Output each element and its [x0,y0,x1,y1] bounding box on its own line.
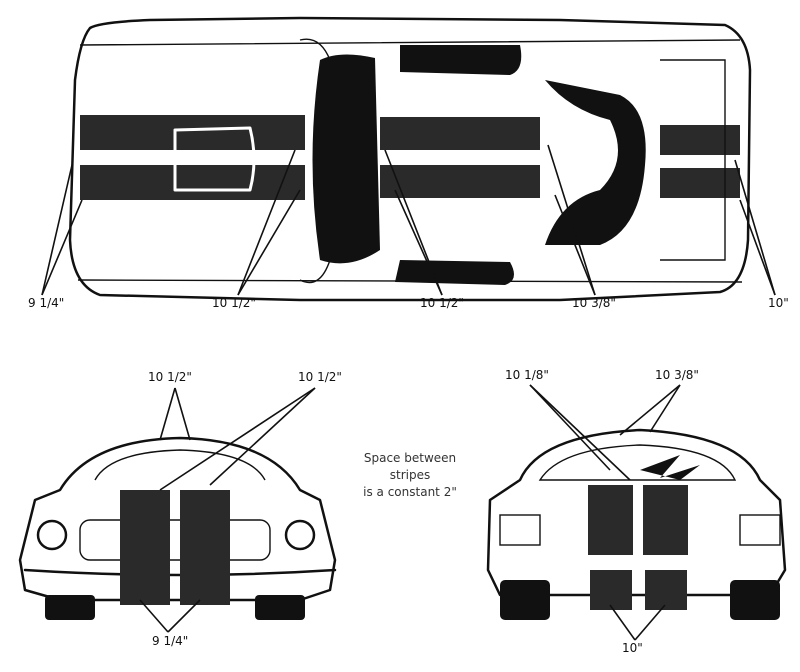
front-leader-lines [139,387,316,633]
car-front-view [18,436,337,620]
rear-label-right: 10 3/8" [655,368,699,382]
rear-label-left: 10 1/8" [505,368,549,382]
front-label-left: 10 1/2" [148,370,192,384]
top-label-rear-window: 10 3/8" [572,296,616,310]
stripe-spacing-note: Space between stripes is a constant 2" [340,450,480,501]
note-line-1: Space between [363,451,457,465]
top-label-front: 9 1/4" [28,296,65,310]
rear-label-bottom: 10" [622,641,643,655]
top-label-hood: 10 1/2" [212,296,256,310]
car-rear-view [486,428,787,620]
rear-leader-lines [529,384,681,641]
note-line-2: stripes [389,468,431,482]
front-label-bottom: 9 1/4" [152,634,189,648]
front-label-right: 10 1/2" [298,370,342,384]
car-top-view [68,16,752,302]
stripes-top [80,115,740,200]
top-label-tail: 10" [768,296,789,310]
note-line-3: is a constant 2" [363,485,457,499]
top-leader-lines [41,144,776,296]
top-label-roof: 10 1/2" [420,296,464,310]
